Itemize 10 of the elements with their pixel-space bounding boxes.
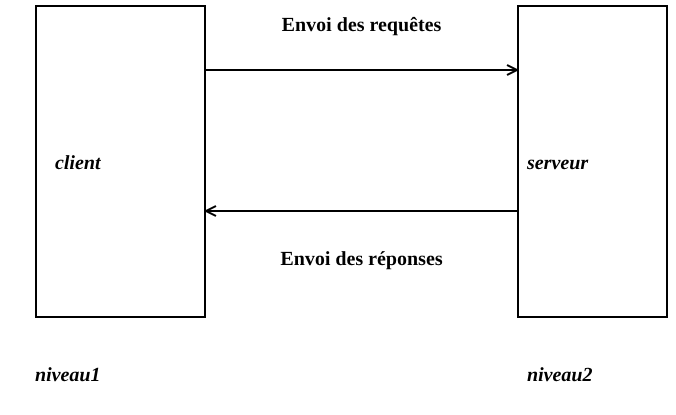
process-box: [35, 5, 206, 318]
process-box: [517, 5, 668, 318]
level-label: niveau2: [527, 364, 593, 387]
arrow: [206, 64, 518, 76]
level-label: niveau1: [35, 364, 101, 387]
arrow: [205, 205, 517, 217]
edge-label: Envoi des réponses: [280, 248, 443, 271]
node-label: client: [55, 152, 101, 175]
node-label: serveur: [527, 152, 588, 175]
edge-label: Envoi des requêtes: [282, 14, 442, 37]
